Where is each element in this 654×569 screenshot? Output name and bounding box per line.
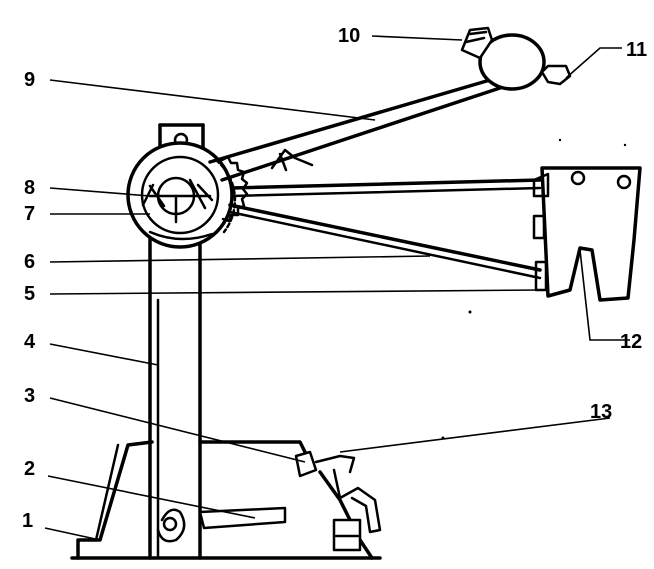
callout-7: 7: [24, 203, 35, 225]
callout-9: 9: [24, 69, 35, 91]
callout-2: 2: [24, 458, 35, 480]
foot-block: [156, 506, 287, 543]
speckles: [441, 138, 627, 440]
callout-8: 8: [24, 177, 35, 199]
specimen-clamp: [532, 166, 642, 302]
leader-lines: [44, 35, 630, 541]
release-latch: [294, 450, 382, 552]
callout-5: 5: [24, 283, 35, 305]
callout-1: 1: [22, 510, 33, 532]
callout-6: 6: [24, 251, 35, 273]
tension-rods: [228, 178, 542, 280]
callout-11: 11: [626, 39, 647, 61]
callout-4: 4: [24, 331, 36, 353]
callout-13: 13: [590, 401, 612, 423]
callout-12: 12: [620, 331, 642, 353]
pendulum-arm: [208, 78, 502, 182]
callout-10: 10: [338, 25, 360, 47]
hammer-head: [460, 26, 572, 91]
pivot-disc: [126, 141, 237, 249]
callout-3: 3: [24, 385, 35, 407]
callout-labels: 1 2 3 4 5 6 7 8 9 10 11 12 13: [22, 25, 647, 532]
